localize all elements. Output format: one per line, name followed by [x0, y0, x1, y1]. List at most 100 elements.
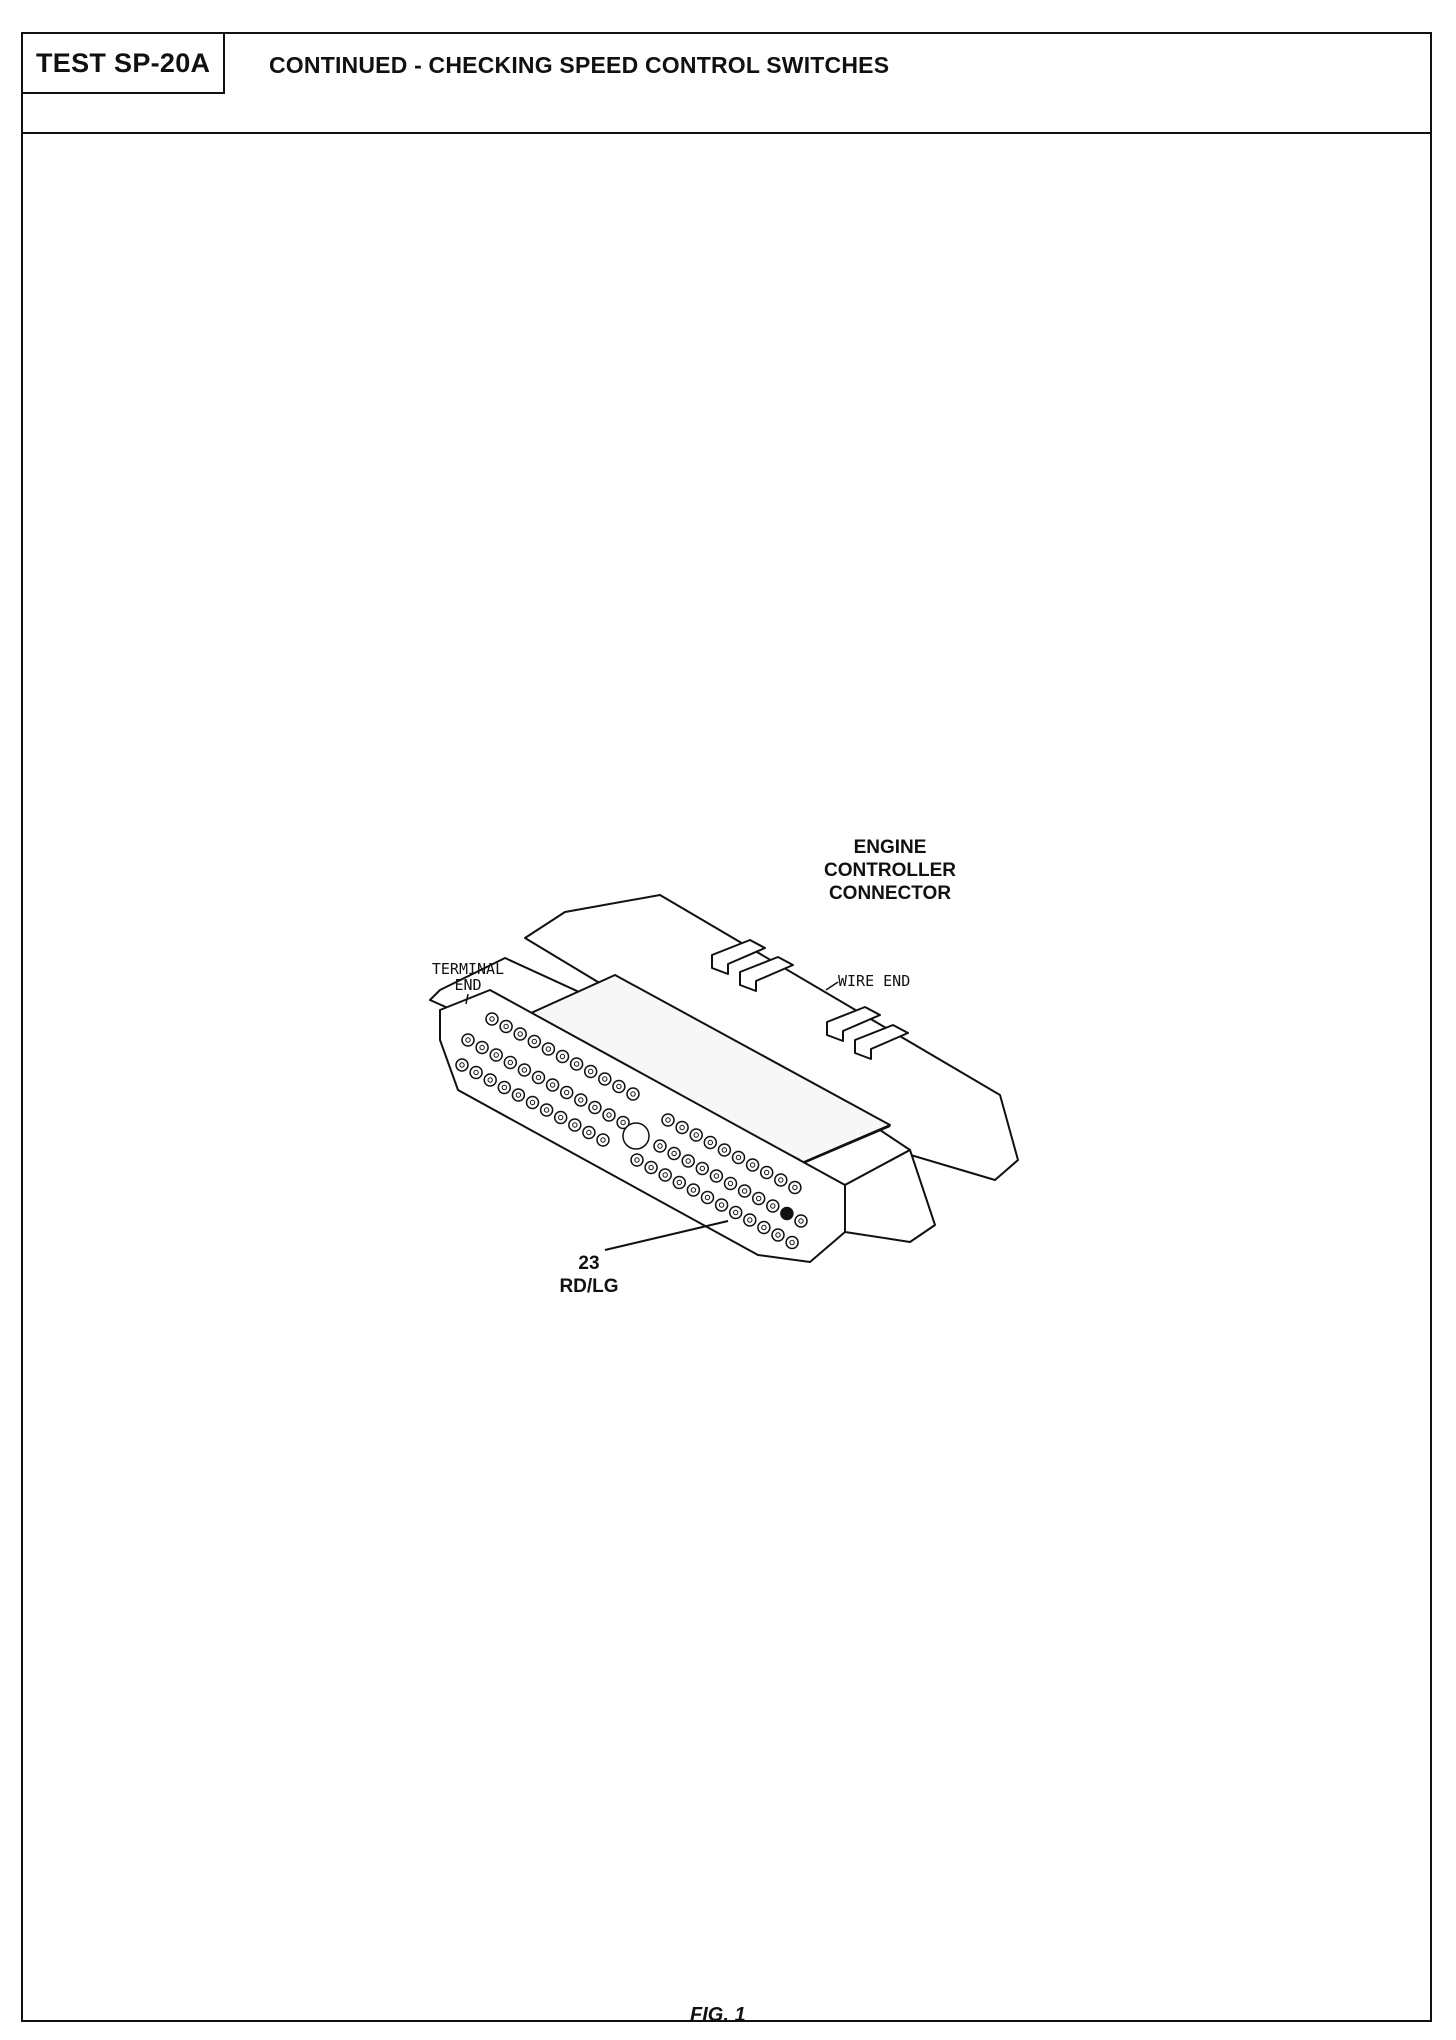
connector-pin [598, 1072, 612, 1086]
connector-pin [745, 1158, 760, 1172]
connector-pin-socket [459, 1062, 465, 1068]
connector-pin [686, 1183, 701, 1197]
connector-pin [689, 1128, 703, 1142]
page-header: TEST SP-20A CONTINUED - CHECKING SPEED C… [23, 34, 1430, 134]
connector-pin-socket [616, 1083, 622, 1090]
connector-pin-socket [747, 1217, 753, 1223]
connector-pin [583, 1064, 598, 1079]
connector-pin [644, 1160, 658, 1175]
connector-pin [771, 1228, 785, 1242]
connector-pin-socket [699, 1165, 705, 1172]
connector-pins [455, 1012, 808, 1250]
connector-pin-socket [572, 1122, 578, 1128]
connector-pin [582, 1125, 596, 1140]
connector-pin-socket [707, 1139, 713, 1146]
connector-pin [667, 1146, 681, 1161]
connector-pin-socket [761, 1224, 767, 1231]
latch-4 [854, 1024, 909, 1060]
connector-pin [574, 1093, 588, 1107]
connector-pin [455, 1058, 469, 1072]
connector-pin-socket [535, 1074, 542, 1081]
connector-pin [774, 1173, 788, 1187]
connector-pin [596, 1133, 610, 1147]
connector-pin [675, 1120, 689, 1135]
connector-pin-socket [578, 1097, 584, 1103]
connector-pin-socket [564, 1089, 570, 1096]
connector-pin-socket [733, 1209, 739, 1216]
connector-pin-socket [487, 1077, 493, 1083]
connector-pin-socket [620, 1119, 626, 1126]
connector-pin-socket [721, 1147, 728, 1153]
connector-pin [709, 1169, 724, 1183]
connector-pin [497, 1080, 512, 1095]
connector-pin-socket [735, 1154, 742, 1161]
connector-pin-socket [713, 1173, 720, 1179]
terminal-end-label-line2: END [454, 976, 481, 994]
connector-pin-socket [558, 1114, 564, 1121]
pin-23-callout-leader [604, 1220, 729, 1251]
connector-pin [757, 1220, 771, 1235]
connector-pin-socket [600, 1137, 606, 1143]
connector-pin [766, 1199, 780, 1213]
connector-pin [531, 1070, 546, 1085]
connector-pin [483, 1073, 497, 1087]
connector-pin [541, 1042, 556, 1056]
connector-pin [695, 1161, 710, 1176]
connector-pin [569, 1057, 584, 1071]
connector-pin [630, 1153, 644, 1167]
connector-pin-socket [784, 1210, 790, 1217]
connector-pin-socket [676, 1179, 682, 1186]
connector-pin-socket [693, 1132, 699, 1138]
connector-pin-socket [685, 1158, 691, 1164]
connector-pin-socket [592, 1104, 598, 1111]
connector-pin [545, 1078, 560, 1092]
connector-pin-socket [749, 1162, 756, 1168]
connector-pin [469, 1065, 483, 1080]
connector-pin-socket [727, 1180, 734, 1187]
connector-pin [612, 1079, 626, 1094]
connector-pin [723, 1176, 738, 1191]
connector-pin [568, 1118, 582, 1132]
connector-label-line2: CONTROLLER [824, 860, 956, 881]
connector-pin-socket [515, 1092, 522, 1098]
connector-pin [527, 1034, 542, 1049]
latch-3 [826, 1006, 881, 1042]
connector-pin [489, 1048, 503, 1062]
connector-pin-socket [662, 1172, 668, 1178]
connector-pin-socket [634, 1157, 640, 1163]
connector-pin-socket [559, 1053, 566, 1060]
connector-pin-socket [671, 1150, 677, 1157]
connector-pin [539, 1103, 554, 1117]
connector-pin [485, 1012, 499, 1026]
connector-pin-socket [602, 1076, 608, 1082]
connector-pin [737, 1184, 752, 1198]
connector-pin [658, 1168, 672, 1182]
connector-pin [681, 1154, 695, 1168]
connector-label-line1: ENGINE [854, 837, 927, 858]
connector-pin [461, 1033, 475, 1047]
terminal-end-label-line1: TERMINAL [432, 960, 504, 978]
connector-pin [588, 1100, 602, 1115]
connector-pin-socket [792, 1184, 798, 1191]
connector-label-line3: CONNECTOR [829, 883, 951, 904]
connector-pin [499, 1019, 513, 1034]
connector-pin-socket [517, 1031, 523, 1037]
connector-pin [553, 1110, 568, 1125]
connector-pin-socket [573, 1061, 580, 1067]
wire-end-label: WIRE END [838, 972, 910, 990]
connector-pin [602, 1108, 616, 1122]
latch-1 [711, 939, 766, 975]
connector-pin-socket [778, 1177, 784, 1183]
connector-pin [503, 1055, 518, 1070]
connector-pin-socket [657, 1143, 663, 1149]
connector-pin-socket [718, 1202, 725, 1208]
connector-pin [743, 1213, 757, 1227]
pin-23-callout-wire: RD/LG [559, 1276, 618, 1297]
connector-pin-socket [606, 1112, 612, 1118]
latch-2 [739, 956, 794, 992]
connector-pin-socket [507, 1059, 513, 1066]
connector-pin [728, 1205, 743, 1220]
connector-pin [475, 1040, 489, 1055]
connector-pin-socket [756, 1195, 762, 1202]
